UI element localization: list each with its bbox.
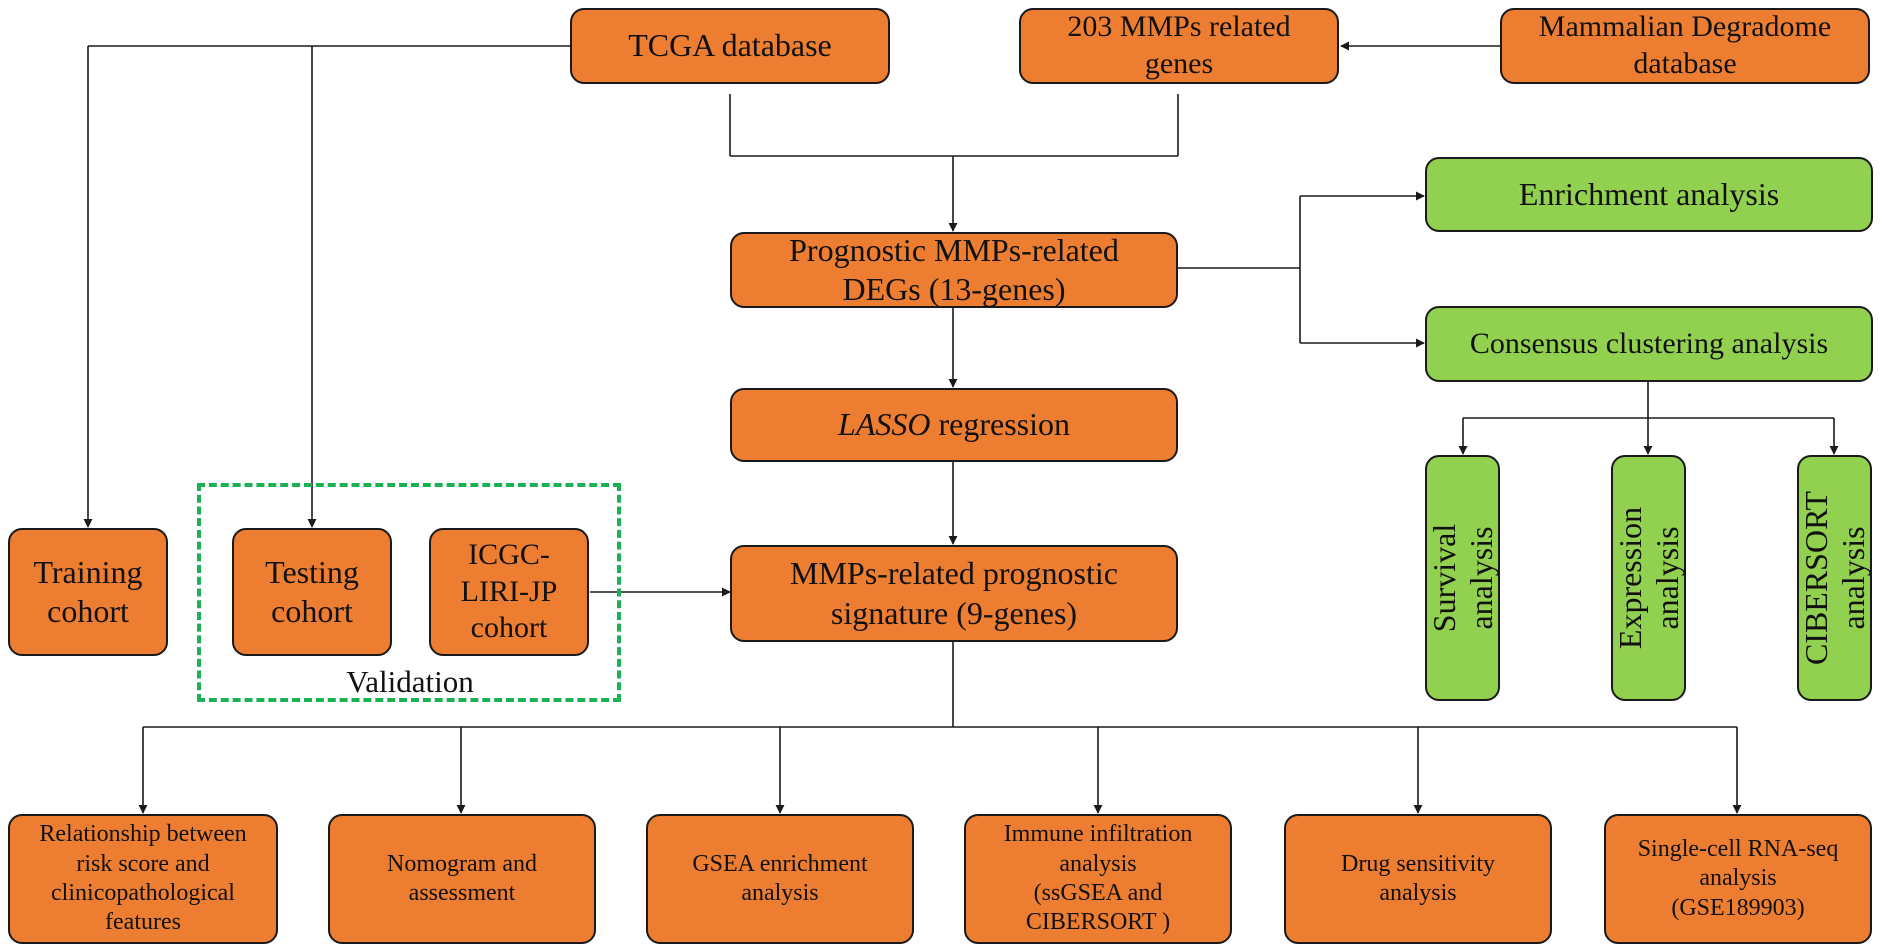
- lasso-label-italic: LASSO: [838, 406, 931, 443]
- single-cell-rnaseq-node: Single-cell RNA-seq analysis (GSE189903): [1604, 814, 1872, 944]
- mammalian-degradome-node: Mammalian Degradome database: [1500, 8, 1870, 84]
- lasso-regression-node: LASSO regression: [730, 388, 1178, 462]
- prognostic-degs-node: Prognostic MMPs-related DEGs (13-genes): [730, 232, 1178, 308]
- expression-analysis-label: Expression analysis: [1611, 506, 1685, 650]
- relationship-risk-score-node: Relationship between risk score and clin…: [8, 814, 278, 944]
- validation-group: [197, 483, 621, 702]
- consensus-clustering-node: Consensus clustering analysis: [1425, 306, 1873, 382]
- survival-analysis-label: Survival analysis: [1425, 523, 1499, 633]
- nomogram-assessment-node: Nomogram and assessment: [328, 814, 596, 944]
- enrichment-analysis-node: Enrichment analysis: [1425, 157, 1873, 232]
- lasso-label-rest: regression: [930, 406, 1070, 443]
- icgc-cohort-node: ICGC- LIRI-JP cohort: [429, 528, 589, 656]
- immune-infiltration-node: Immune infiltration analysis (ssGSEA and…: [964, 814, 1232, 944]
- cibersort-analysis-label: CIBERSORT analysis: [1797, 490, 1871, 666]
- survival-analysis-node: Survival analysis: [1425, 455, 1500, 701]
- expression-analysis-node: Expression analysis: [1611, 455, 1686, 701]
- prognostic-signature-node: MMPs-related prognostic signature (9-gen…: [730, 545, 1178, 642]
- training-cohort-node: Training cohort: [8, 528, 168, 656]
- tcga-database-node: TCGA database: [570, 8, 890, 84]
- testing-cohort-node: Testing cohort: [232, 528, 392, 656]
- mmps-related-genes-node: 203 MMPs related genes: [1019, 8, 1339, 84]
- cibersort-analysis-node: CIBERSORT analysis: [1797, 455, 1872, 701]
- validation-label: Validation: [346, 664, 474, 699]
- gsea-enrichment-node: GSEA enrichment analysis: [646, 814, 914, 944]
- drug-sensitivity-node: Drug sensitivity analysis: [1284, 814, 1552, 944]
